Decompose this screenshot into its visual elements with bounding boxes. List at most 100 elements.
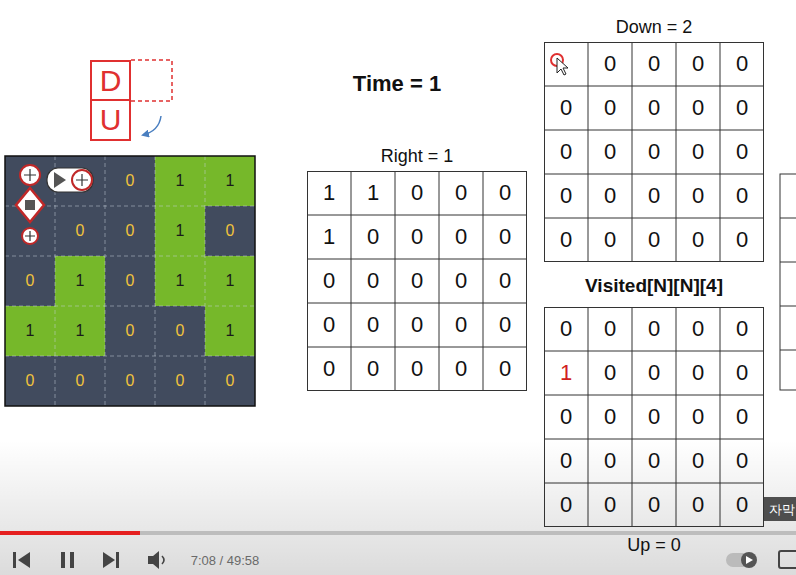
matrix-cell: 0 — [411, 314, 423, 336]
map-value: 0 — [126, 173, 135, 189]
map-value: 1 — [226, 173, 235, 189]
matrix-cell: 0 — [604, 318, 616, 340]
matrix-cell: 0 — [604, 97, 616, 119]
map-value: 0 — [176, 323, 185, 339]
map-cell — [5, 256, 55, 306]
matrix-gridline — [588, 42, 589, 262]
map-value: 0 — [126, 273, 135, 289]
map-cell — [205, 256, 255, 306]
matrix-gridline — [632, 42, 633, 262]
map-cell — [105, 306, 155, 356]
map-cell — [55, 306, 105, 356]
tooltip-text: 자막 — [769, 503, 795, 516]
map-gridline — [5, 356, 255, 357]
progress-played — [0, 531, 140, 535]
matrix-cell: 0 — [648, 141, 660, 163]
map-value: 1 — [226, 323, 235, 339]
matrix-cell: 0 — [648, 229, 660, 251]
map-value: 1 — [176, 173, 185, 189]
matrix-cell: 0 — [411, 182, 423, 204]
map-value: 0 — [76, 223, 85, 239]
time-display: 7:08 / 49:58 — [191, 554, 260, 567]
matrix-cell: 0 — [736, 229, 748, 251]
direction-letter: U — [100, 105, 122, 135]
matrix-cell: 0 — [648, 494, 660, 516]
partial-matrix — [780, 174, 796, 390]
matrix-cell: 0 — [560, 494, 572, 516]
map-value: 0 — [176, 373, 185, 389]
map-cell — [55, 206, 105, 256]
matrix-cell: 0 — [736, 450, 748, 472]
matrix-cell: 0 — [736, 362, 748, 384]
matrix-cell: 0 — [455, 270, 467, 292]
map-value: 1 — [76, 273, 85, 289]
matrix-cell: 0 — [648, 53, 660, 75]
matrix-cell: 0 — [692, 494, 704, 516]
time-label: Time = 1 — [353, 73, 441, 95]
matrix-cell: 0 — [560, 141, 572, 163]
matrix-cell: 0 — [736, 97, 748, 119]
map-value: 0 — [226, 223, 235, 239]
robot-icon — [47, 168, 93, 192]
map-gridline — [155, 156, 156, 406]
matrix-cell: 0 — [736, 318, 748, 340]
matrix-cell: 0 — [604, 494, 616, 516]
matrix-cell: 0 — [692, 450, 704, 472]
matrix-gridline — [544, 439, 764, 440]
map-border — [5, 156, 255, 406]
matrix-cell: 0 — [499, 314, 511, 336]
map-cell — [55, 156, 105, 206]
matrix-cell: 0 — [736, 53, 748, 75]
map-gridline — [205, 156, 206, 406]
matrix-gridline — [307, 259, 527, 260]
matrix-cell: 0 — [648, 185, 660, 207]
matrix-cell: 0 — [648, 362, 660, 384]
matrix-gridline — [544, 218, 764, 219]
matrix-cell: 0 — [736, 494, 748, 516]
map-gridline — [5, 256, 255, 257]
map-gridline — [55, 156, 56, 406]
matrix-cell: 0 — [411, 270, 423, 292]
map-cell — [105, 256, 155, 306]
matrix-cell: 0 — [736, 406, 748, 428]
matrix-cell: 0 — [455, 226, 467, 248]
dashed-box — [131, 60, 172, 101]
rotate-arrow — [143, 116, 161, 135]
map-gridline — [105, 156, 106, 406]
matrix-cell: 0 — [411, 226, 423, 248]
matrix-cell: 0 — [648, 450, 660, 472]
matrix-cell: 0 — [692, 406, 704, 428]
matrix-cell: 0 — [604, 141, 616, 163]
matrix-cell: 0 — [367, 270, 379, 292]
matrix-cell: 0 — [367, 226, 379, 248]
matrix-cell: 0 — [499, 270, 511, 292]
map-value: 0 — [26, 273, 35, 289]
map-value: 0 — [126, 223, 135, 239]
map-value: 0 — [226, 373, 235, 389]
matrix-cell: 0 — [560, 406, 572, 428]
matrix-cell: 0 — [323, 270, 335, 292]
matrix-gridline — [307, 215, 527, 216]
matrix-gridline — [307, 347, 527, 348]
matrix-cell: 0 — [648, 318, 660, 340]
matrix-cell: 0 — [367, 358, 379, 380]
map-cell — [105, 206, 155, 256]
map-value: 0 — [126, 323, 135, 339]
matrix-cell: 1 — [560, 362, 572, 384]
matrix-gridline — [395, 171, 396, 391]
map-value: 1 — [226, 273, 235, 289]
matrix-gridline — [676, 42, 677, 262]
map-cell — [55, 256, 105, 306]
matrix-cell: 0 — [604, 53, 616, 75]
map-cell — [155, 256, 205, 306]
matrix-gridline — [483, 171, 484, 391]
robot-icon — [16, 165, 44, 244]
matrix-gridline — [544, 351, 764, 352]
matrix-gridline — [307, 303, 527, 304]
map-cell — [55, 356, 105, 406]
tooltip-box — [764, 497, 796, 521]
direction-box: D — [90, 60, 131, 101]
matrix-cell: 0 — [560, 450, 572, 472]
matrix-cell: 0 — [560, 97, 572, 119]
matrix-gridline — [544, 86, 764, 87]
